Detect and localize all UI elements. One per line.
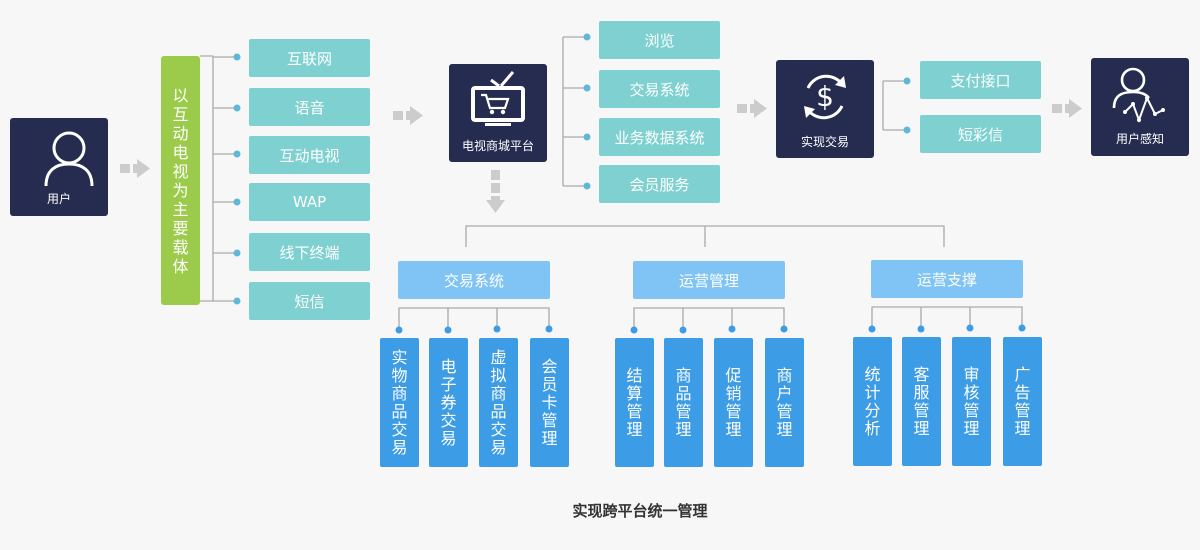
module-item: 广告管理 <box>1003 337 1042 466</box>
arrow-down-icon <box>486 170 505 213</box>
module-header: 运营管理 <box>633 261 785 299</box>
module-item: 商品管理 <box>664 338 703 467</box>
user-icon <box>44 131 94 187</box>
module-item: 客服管理 <box>902 337 941 466</box>
arrow-right-icon <box>120 159 150 178</box>
function-box: 业务数据系统 <box>599 118 720 156</box>
tv-cart-icon <box>471 71 525 126</box>
module-item: 虚拟商品交易 <box>479 338 518 467</box>
channel-box: 短信 <box>249 282 370 320</box>
caption: 实现跨平台统一管理 <box>572 502 708 520</box>
user-label: 用户 <box>46 192 71 206</box>
platform-node: 电视商城平台 <box>449 64 547 162</box>
user-chart-icon <box>1112 67 1165 123</box>
platform-label: 电视商城平台 <box>461 139 534 153</box>
module-item: 促销管理 <box>714 338 753 467</box>
flow-arrows <box>120 99 1082 213</box>
module-item: 会员卡管理 <box>530 338 569 467</box>
transaction-label: 实现交易 <box>800 135 849 149</box>
perception-node: 用户感知 <box>1091 58 1189 156</box>
function-box: 会员服务 <box>599 165 720 203</box>
channel-box: 互动电视 <box>249 136 370 174</box>
channel-box: WAP <box>249 183 370 221</box>
module-item: 统计分析 <box>853 337 892 466</box>
function-box: 交易系统 <box>599 70 720 108</box>
channel-box: 互联网 <box>249 39 370 77</box>
user-node: 用户 <box>10 118 108 216</box>
carrier-bar: 以互动电视为主要载体 <box>161 56 200 305</box>
carrier-label: 以互动电视为主要载体 <box>172 85 189 276</box>
module-header: 交易系统 <box>398 261 550 299</box>
module-item: 实物商品交易 <box>380 338 419 467</box>
module-item: 结算管理 <box>615 338 654 467</box>
arrow-right-icon <box>1052 99 1082 118</box>
transaction-node: $ 实现交易 <box>776 60 874 158</box>
module-item: 电子券交易 <box>429 338 468 467</box>
channel-box: 线下终端 <box>249 233 370 271</box>
module-item: 商户管理 <box>765 338 804 467</box>
perception-label: 用户感知 <box>1115 132 1164 146</box>
payment-box: 支付接口 <box>920 61 1041 99</box>
svg-text:$: $ <box>816 80 834 113</box>
payment-box: 短彩信 <box>920 115 1041 153</box>
module-item: 审核管理 <box>952 337 991 466</box>
arrow-right-icon <box>393 106 423 125</box>
function-box: 浏览 <box>599 21 720 59</box>
dollar-cycle-icon: $ <box>804 74 846 120</box>
arrow-right-icon <box>737 99 767 118</box>
module-header: 运营支撑 <box>871 260 1023 298</box>
channel-box: 语音 <box>249 88 370 126</box>
